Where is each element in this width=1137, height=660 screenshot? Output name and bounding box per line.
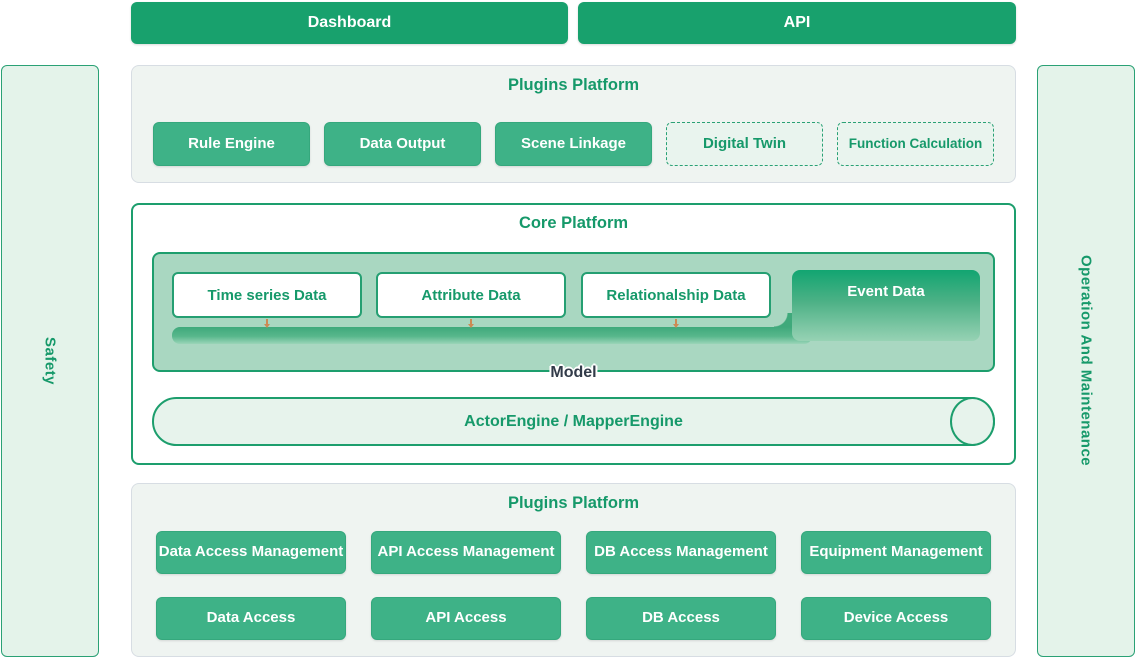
cylinder-cap <box>950 397 995 446</box>
function-calculation-block: Function Calculation <box>837 122 994 166</box>
time-series-data-block: Time series Data <box>172 272 362 318</box>
relationalship-data-block: Relationalship Data <box>581 272 771 318</box>
api-access-block: API Access <box>371 597 561 640</box>
data-flow-curve <box>774 313 792 327</box>
scene-linkage-block: Scene Linkage <box>495 122 652 166</box>
data-flow-bar <box>172 327 812 344</box>
attribute-data-block: Attribute Data <box>376 272 566 318</box>
plugins-platform-bottom-section: Plugins Platform Data Access Management … <box>131 483 1016 657</box>
safety-label: Safety <box>41 336 59 386</box>
core-platform-title: Core Platform <box>518 214 629 232</box>
data-output-block: Data Output <box>324 122 481 166</box>
plugins-top-button-row: Rule Engine Data Output Scene Linkage Di… <box>153 122 994 166</box>
plugins-bottom-row-1: Data Access Management API Access Manage… <box>156 531 991 574</box>
plugins-platform-top-title: Plugins Platform <box>507 76 640 94</box>
device-access-block: Device Access <box>801 597 991 640</box>
rule-engine-block: Rule Engine <box>153 122 310 166</box>
equipment-management-block: Equipment Management <box>801 531 991 574</box>
plugins-bottom-row-2: Data Access API Access DB Access Device … <box>156 597 991 640</box>
actor-mapper-engine-label: ActorEngine / MapperEngine <box>464 412 683 430</box>
api-access-management-block: API Access Management <box>371 531 561 574</box>
safety-sidebar: Safety <box>1 65 99 657</box>
down-arrow-icon <box>672 319 679 328</box>
event-data-block: Event Data <box>792 270 980 341</box>
model-panel: Time series Data Attribute Data Relation… <box>152 252 995 381</box>
data-access-block: Data Access <box>156 597 346 640</box>
actor-mapper-engine-pill: ActorEngine / MapperEngine <box>152 397 995 446</box>
operation-maintenance-label: Operation And Maintenance <box>1077 255 1095 467</box>
dashboard-block: Dashboard <box>131 2 568 44</box>
down-arrow-icon <box>467 319 474 328</box>
data-access-management-block: Data Access Management <box>156 531 346 574</box>
core-platform-section: Core Platform Time series Data Attribute… <box>131 203 1016 465</box>
digital-twin-block: Digital Twin <box>666 122 823 166</box>
api-block: API <box>578 2 1016 44</box>
db-access-management-block: DB Access Management <box>586 531 776 574</box>
operation-maintenance-sidebar: Operation And Maintenance <box>1037 65 1135 657</box>
plugins-platform-bottom-title: Plugins Platform <box>507 494 640 512</box>
db-access-block: DB Access <box>586 597 776 640</box>
model-label: Model <box>550 364 597 381</box>
plugins-platform-top-section: Plugins Platform Rule Engine Data Output… <box>131 65 1016 183</box>
down-arrow-icon <box>263 319 270 328</box>
